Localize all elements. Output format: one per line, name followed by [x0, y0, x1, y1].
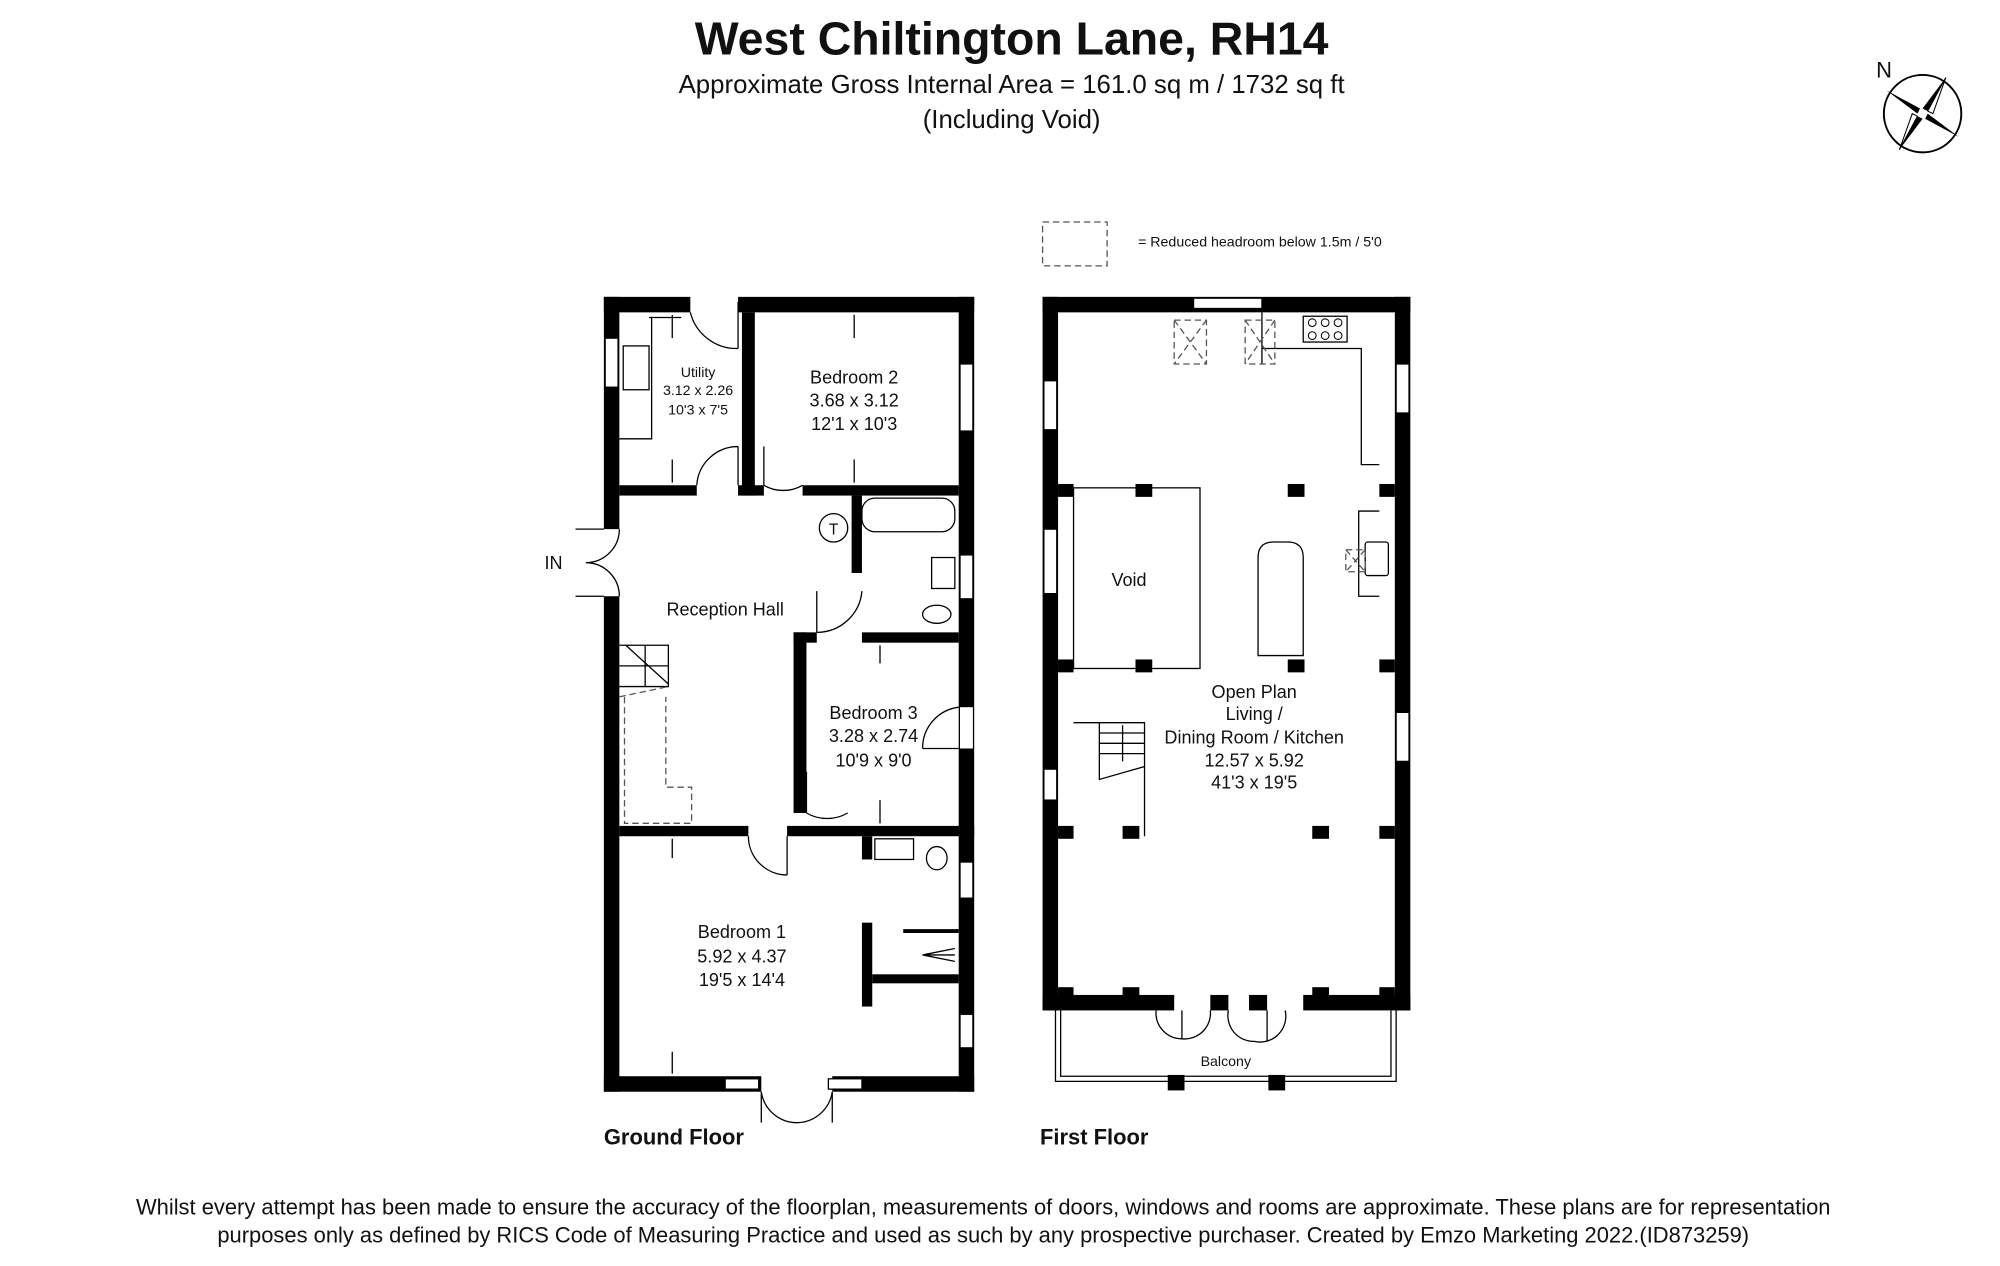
- svg-text:19'5 x 14'4: 19'5 x 14'4: [699, 970, 785, 990]
- disclaimer-line-1: Whilst every attempt has been made to en…: [136, 1194, 1831, 1219]
- entrance-label: IN: [545, 553, 563, 573]
- svg-text:Living /: Living /: [1226, 704, 1284, 724]
- disclaimer-line-2: purposes only as defined by RICS Code of…: [217, 1223, 1749, 1248]
- compass-north-label: N: [1876, 58, 1892, 83]
- first-floor-plan: [1042, 296, 1411, 1091]
- room-reception-hall: Reception Hall: [666, 600, 783, 620]
- svg-text:3.12 x 2.26: 3.12 x 2.26: [663, 383, 733, 399]
- svg-text:10'3 x 7'5: 10'3 x 7'5: [668, 402, 728, 418]
- page-title: West Chiltington Lane, RH14: [695, 12, 1329, 64]
- balcony-label: Balcony: [1201, 1054, 1252, 1070]
- room-bedroom-3: Bedroom 3 3.28 x 2.74 10'9 x 9'0: [829, 703, 918, 771]
- legend-text: = Reduced headroom below 1.5m / 5'0: [1138, 235, 1382, 251]
- svg-text:5.92 x 4.37: 5.92 x 4.37: [697, 947, 786, 967]
- void-label: Void: [1111, 570, 1146, 590]
- svg-text:3.68 x 3.12: 3.68 x 3.12: [810, 391, 899, 411]
- first-floor-label: First Floor: [1040, 1125, 1149, 1150]
- room-bedroom-1: Bedroom 1 5.92 x 4.37 19'5 x 14'4: [697, 922, 786, 990]
- svg-text:Utility: Utility: [681, 365, 717, 381]
- svg-text:3.28 x 2.74: 3.28 x 2.74: [829, 726, 918, 746]
- compass-icon: [1882, 73, 1963, 154]
- ground-floor-label: Ground Floor: [604, 1125, 744, 1150]
- svg-text:Bedroom 3: Bedroom 3: [829, 703, 917, 723]
- svg-text:Dining Room / Kitchen: Dining Room / Kitchen: [1164, 727, 1344, 747]
- room-utility: Utility 3.12 x 2.26 10'3 x 7'5: [663, 365, 733, 418]
- room-open-plan: Open Plan Living / Dining Room / Kitchen…: [1164, 682, 1344, 792]
- svg-text:41'3 x 19'5: 41'3 x 19'5: [1211, 772, 1297, 792]
- svg-text:Bedroom 1: Bedroom 1: [698, 922, 786, 942]
- tank-label: T: [829, 521, 839, 538]
- room-bedroom-2: Bedroom 2 3.68 x 3.12 12'1 x 10'3: [810, 367, 899, 433]
- svg-text:12'1 x 10'3: 12'1 x 10'3: [811, 414, 897, 434]
- svg-text:12.57 x 5.92: 12.57 x 5.92: [1205, 751, 1304, 771]
- svg-text:Bedroom 2: Bedroom 2: [810, 367, 898, 387]
- svg-text:10'9 x 9'0: 10'9 x 9'0: [835, 751, 911, 771]
- gross-area: Approximate Gross Internal Area = 161.0 …: [679, 71, 1345, 99]
- reduced-headroom-swatch: [1041, 221, 1108, 267]
- svg-text:Reception Hall: Reception Hall: [666, 600, 783, 620]
- area-note: (Including Void): [923, 106, 1101, 134]
- water-tank-icon: T: [818, 513, 849, 543]
- ground-floor-plan: [575, 296, 975, 1124]
- svg-text:Open Plan: Open Plan: [1212, 682, 1297, 702]
